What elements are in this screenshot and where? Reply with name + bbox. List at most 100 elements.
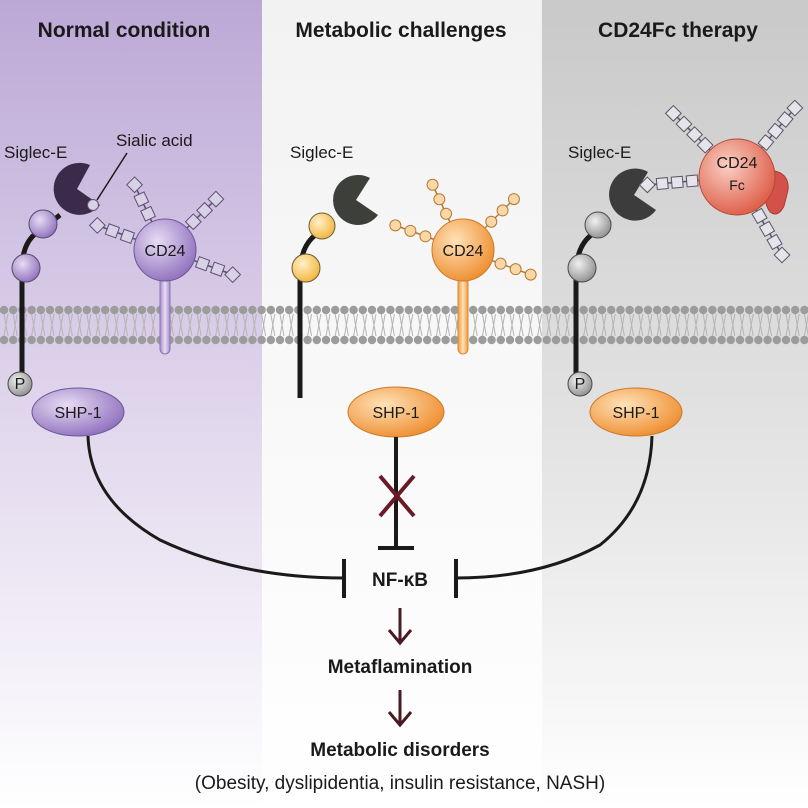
inhibition-left <box>86 435 346 598</box>
lipid-head <box>745 335 754 345</box>
shp1-label-normal: SHP-1 <box>54 405 101 422</box>
lipid-head <box>27 305 36 315</box>
lipid-head <box>561 335 570 345</box>
lipid-head <box>653 305 662 315</box>
lipid-head <box>248 305 257 315</box>
inhibition-right <box>454 435 654 598</box>
lipid-head <box>110 335 119 345</box>
lipid-head <box>432 305 441 315</box>
lipid-head <box>266 305 275 315</box>
metaflamination-label: Metaflamination <box>328 657 473 678</box>
lipid-head <box>36 305 45 315</box>
lipid-head <box>653 335 662 345</box>
lipid-head <box>367 335 377 345</box>
lipid-head <box>800 335 808 345</box>
therapy-phospho <box>567 371 593 397</box>
metabolic-disorders-detail: (Obesity, dyslipidentia, insulin resista… <box>195 773 605 794</box>
lipid-head <box>377 305 386 315</box>
lipid-head <box>533 335 542 345</box>
lipid-head <box>561 305 570 315</box>
lipid-head <box>469 335 478 345</box>
lipid-head <box>441 335 450 345</box>
lipid-head <box>91 335 101 345</box>
lipid-head <box>303 305 312 315</box>
lipid-head <box>367 305 377 315</box>
lipid-head <box>36 335 45 345</box>
lipid-head <box>331 335 340 345</box>
lipid-head <box>524 305 533 315</box>
lipid-head <box>726 305 735 315</box>
lipid-head <box>377 335 386 345</box>
panel-title-therapy: CD24Fc therapy <box>598 19 758 42</box>
sialic-acid-pointer <box>96 152 128 201</box>
lipid-head <box>239 305 248 315</box>
lipid-head <box>404 335 413 345</box>
lipid-head <box>772 335 781 345</box>
lipid-head <box>147 335 156 345</box>
lipid-head <box>128 305 137 315</box>
cell-membrane <box>0 305 808 345</box>
lipid-head <box>349 335 358 345</box>
lipid-head <box>266 335 275 345</box>
lipid-head <box>579 305 588 315</box>
lipid-head <box>505 335 515 345</box>
lipid-head <box>708 305 717 315</box>
cd24-label-normal: CD24 <box>145 243 186 260</box>
lipid-head <box>45 305 55 315</box>
lipid-head <box>303 335 312 345</box>
lipid-head <box>312 335 321 345</box>
lipid-head <box>717 305 726 315</box>
lipid-head <box>487 335 496 345</box>
lipid-head <box>754 335 763 345</box>
lipid-head <box>147 305 156 315</box>
metabolic-disorders-label: Metabolic disorders <box>310 740 490 761</box>
lipid-head <box>616 305 625 315</box>
lipid-head <box>726 335 735 345</box>
lipid-head <box>137 305 147 315</box>
lipid-head <box>321 335 331 345</box>
lipid-head <box>579 335 588 345</box>
lipid-head <box>496 305 505 315</box>
label-siglec-e-therapy: Siglec-E <box>568 143 631 162</box>
lipid-head <box>588 335 597 345</box>
lipid-head <box>285 335 294 345</box>
lipid-head <box>542 305 551 315</box>
lipid-head <box>423 305 432 315</box>
label-siglec-e-normal: Siglec-E <box>4 143 67 162</box>
lipid-head <box>588 305 597 315</box>
lipid-head <box>791 305 800 315</box>
lipid-head <box>183 335 193 345</box>
challenge-cd24-molecule <box>389 178 537 355</box>
shp1-label-challenge: SHP-1 <box>372 405 419 422</box>
lipid-head <box>82 335 92 345</box>
lipid-head <box>791 335 800 345</box>
lipid-head <box>0 305 9 315</box>
lipid-head <box>450 335 459 345</box>
lipid-head <box>229 305 239 315</box>
lipid-head <box>699 305 708 315</box>
lipid-head <box>275 305 285 315</box>
lipid-head <box>781 305 791 315</box>
lipid-head <box>220 305 229 315</box>
shp1-normal <box>31 387 125 437</box>
lipid-head <box>745 305 754 315</box>
lipid-head <box>634 335 643 345</box>
lipid-head <box>119 335 128 345</box>
phospho-label-normal: P <box>15 376 26 393</box>
label-sialic-acid: Sialic acid <box>116 131 193 150</box>
cd24fc-label-bottom: Fc <box>729 177 745 193</box>
lipid-head <box>662 305 671 315</box>
lipid-head <box>496 335 505 345</box>
lipid-head <box>542 335 551 345</box>
lipid-head <box>257 305 266 315</box>
lipid-head <box>423 335 432 345</box>
lipid-head <box>73 305 82 315</box>
lipid-head <box>699 335 708 345</box>
lipid-head <box>625 305 634 315</box>
lipid-head <box>193 305 202 315</box>
lipid-head <box>137 335 147 345</box>
lipid-head <box>110 305 119 315</box>
challenge-siglec-receptor <box>291 174 378 398</box>
lipid-head <box>680 335 689 345</box>
lipid-head <box>202 335 211 345</box>
